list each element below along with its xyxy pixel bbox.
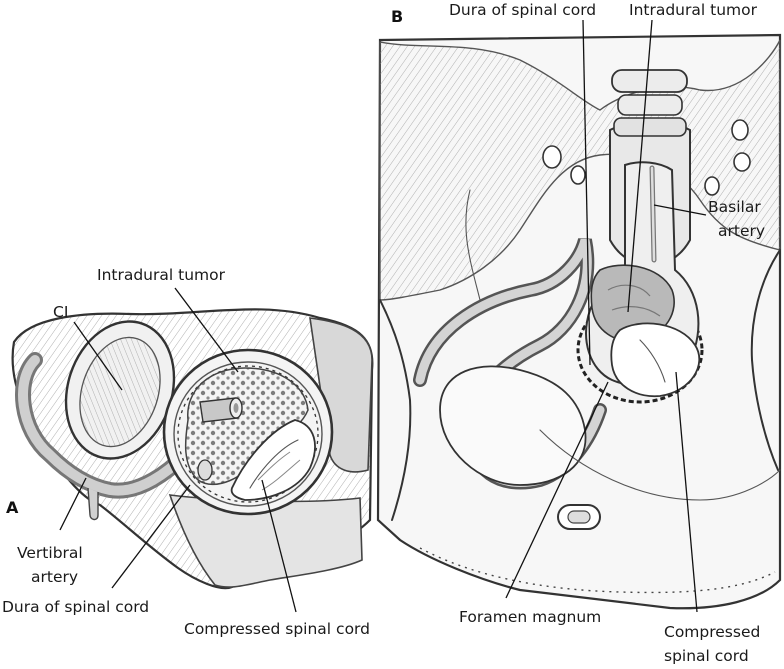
labels: A B CI Intradural tumor Vertibral artery… bbox=[2, 1, 765, 665]
leader-lines bbox=[59, 19, 707, 613]
panel-letter-b: B bbox=[391, 7, 403, 26]
leader-ci bbox=[73, 321, 123, 391]
small-foramen-bottom bbox=[557, 504, 601, 530]
label-intradural-tumor-a: Intradural tumor bbox=[97, 266, 226, 284]
label-basilar-artery-line1: Basilar bbox=[708, 198, 761, 216]
panel-letter-a: A bbox=[6, 498, 19, 517]
panel-a-drawing bbox=[11, 308, 374, 590]
leader-dura-a bbox=[111, 484, 191, 589]
leader-foramen-magnum bbox=[505, 381, 609, 599]
label-compressed-cord-b-line1: Compressed bbox=[664, 623, 760, 641]
label-dura-a: Dura of spinal cord bbox=[2, 598, 149, 616]
label-dura-b: Dura of spinal cord bbox=[449, 1, 596, 19]
vessel-cylinder-a bbox=[199, 397, 243, 423]
leader-dura-b bbox=[582, 19, 591, 366]
leader-compressed-cord-b bbox=[675, 371, 698, 613]
leader-vertebral-artery bbox=[59, 477, 87, 531]
label-vertebral-artery-line1: Vertibral bbox=[17, 544, 83, 562]
label-basilar-artery-line2: artery bbox=[718, 222, 765, 240]
leader-intradural-tumor-a bbox=[174, 287, 239, 373]
label-vertebral-artery-line2: artery bbox=[31, 568, 78, 586]
label-intradural-tumor-b: Intradural tumor bbox=[629, 1, 758, 19]
label-foramen-magnum: Foramen magnum bbox=[459, 608, 601, 626]
label-compressed-cord-b-line2: spinal cord bbox=[664, 647, 749, 665]
leader-basilar-artery bbox=[653, 204, 707, 216]
label-compressed-cord-a: Compressed spinal cord bbox=[184, 620, 370, 638]
leader-compressed-cord-a bbox=[261, 479, 297, 613]
vertebral-stack bbox=[611, 69, 688, 137]
label-ci: CI bbox=[53, 303, 68, 321]
panel-b-drawing bbox=[376, 33, 782, 610]
compressed-cord-a bbox=[230, 419, 316, 501]
leader-intradural-tumor-b bbox=[627, 19, 653, 313]
